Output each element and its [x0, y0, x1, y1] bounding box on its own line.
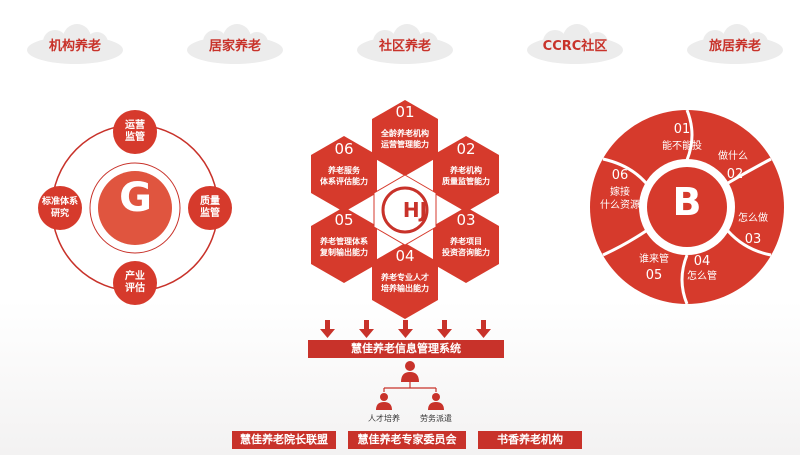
hex-item-text: 养老专业人才 培养输出能力 — [381, 273, 429, 293]
org-left-label: 人才培养 — [368, 414, 400, 423]
bottom-bar-alliance: 慧佳养老院长联盟 — [232, 431, 336, 449]
org-chart-graphic — [376, 361, 444, 410]
ring-item-text: 谁来管 — [639, 254, 669, 265]
person-icon — [401, 361, 419, 382]
ring-item-num: 06 — [611, 168, 629, 183]
cloud-tag-travel[interactable]: 旅居养老 — [675, 20, 795, 70]
g-node-left: 标准体系 研究 — [41, 197, 78, 219]
cloud-tag-community[interactable]: 社区养老 — [345, 20, 465, 70]
hex-item-text: 全龄养老机构 运营管理能力 — [381, 129, 429, 149]
cloud-icon — [527, 24, 623, 64]
person-icon — [376, 393, 392, 410]
person-icon — [428, 393, 444, 410]
ring-item-num: 01 — [673, 122, 691, 137]
ring-item-text: 怎么管 — [687, 271, 717, 282]
ring-item-text: 嫁接 什么资源 — [600, 187, 640, 211]
cloud-tag-label: CCRC社区 — [542, 39, 608, 54]
hex-item-text: 养老服务 体系评估能力 — [320, 166, 368, 186]
org-right-label: 劳务派遣 — [420, 414, 452, 423]
cloud-icon — [27, 24, 123, 64]
system-bar: 慧佳养老信息管理系统 — [308, 340, 504, 358]
cloud-tag-label: 社区养老 — [378, 39, 431, 54]
hex-item-num: 03 — [456, 211, 476, 229]
hex-item-num: 04 — [395, 247, 415, 265]
cloud-icon — [357, 24, 453, 64]
hex-item-num: 01 — [395, 103, 415, 121]
bottom-bar-committee: 慧佳养老专家委员会 — [348, 431, 466, 449]
hex-item-num: 06 — [334, 140, 354, 158]
hex-item-text: 养老项目 投资咨询能力 — [442, 237, 490, 257]
ring-item-num: 04 — [693, 254, 711, 269]
cloud-tag-label: 旅居养老 — [708, 39, 761, 54]
bottom-bar-institution: 书香养老机构 — [478, 431, 582, 449]
b-center-letter: B — [672, 180, 702, 224]
ring-item-num: 02 — [726, 167, 744, 182]
cloud-tag-label: 机构养老 — [48, 39, 101, 54]
ring-item-num: 03 — [744, 232, 762, 247]
cloud-tag-ccrc[interactable]: CCRC社区 — [515, 20, 635, 70]
hex-diagram-graphic — [311, 100, 499, 319]
cloud-icon — [687, 24, 783, 64]
g-node-right: 质量 监管 — [200, 196, 220, 219]
cloud-icon — [187, 24, 283, 64]
g-node-top: 运营 监管 — [125, 120, 145, 143]
hex-center-logo: HJ — [402, 198, 428, 222]
ring-item-text: 怎么做 — [738, 213, 768, 224]
g-node-bottom: 产业 评估 — [125, 271, 145, 294]
hex-item-num: 02 — [456, 140, 476, 158]
ring-item-num: 05 — [645, 268, 663, 283]
background-fade — [0, 300, 800, 455]
down-arrows — [320, 320, 491, 338]
ring-item-text: 做什么 — [718, 151, 748, 162]
hex-item-num: 05 — [334, 211, 354, 229]
g-center-letter: G — [119, 175, 152, 221]
hex-item-text: 养老机构 质量监管能力 — [442, 166, 490, 186]
hex-item-text: 养老管理体系 复制输出能力 — [320, 237, 368, 257]
cloud-tag-label: 居家养老 — [208, 39, 261, 54]
g-diagram-graphic — [38, 110, 232, 305]
cloud-tag-home[interactable]: 居家养老 — [175, 20, 295, 70]
ring-item-text: 能不能投 — [662, 141, 702, 152]
cloud-tag-institution[interactable]: 机构养老 — [15, 20, 135, 70]
b-diagram-graphic — [590, 109, 784, 305]
